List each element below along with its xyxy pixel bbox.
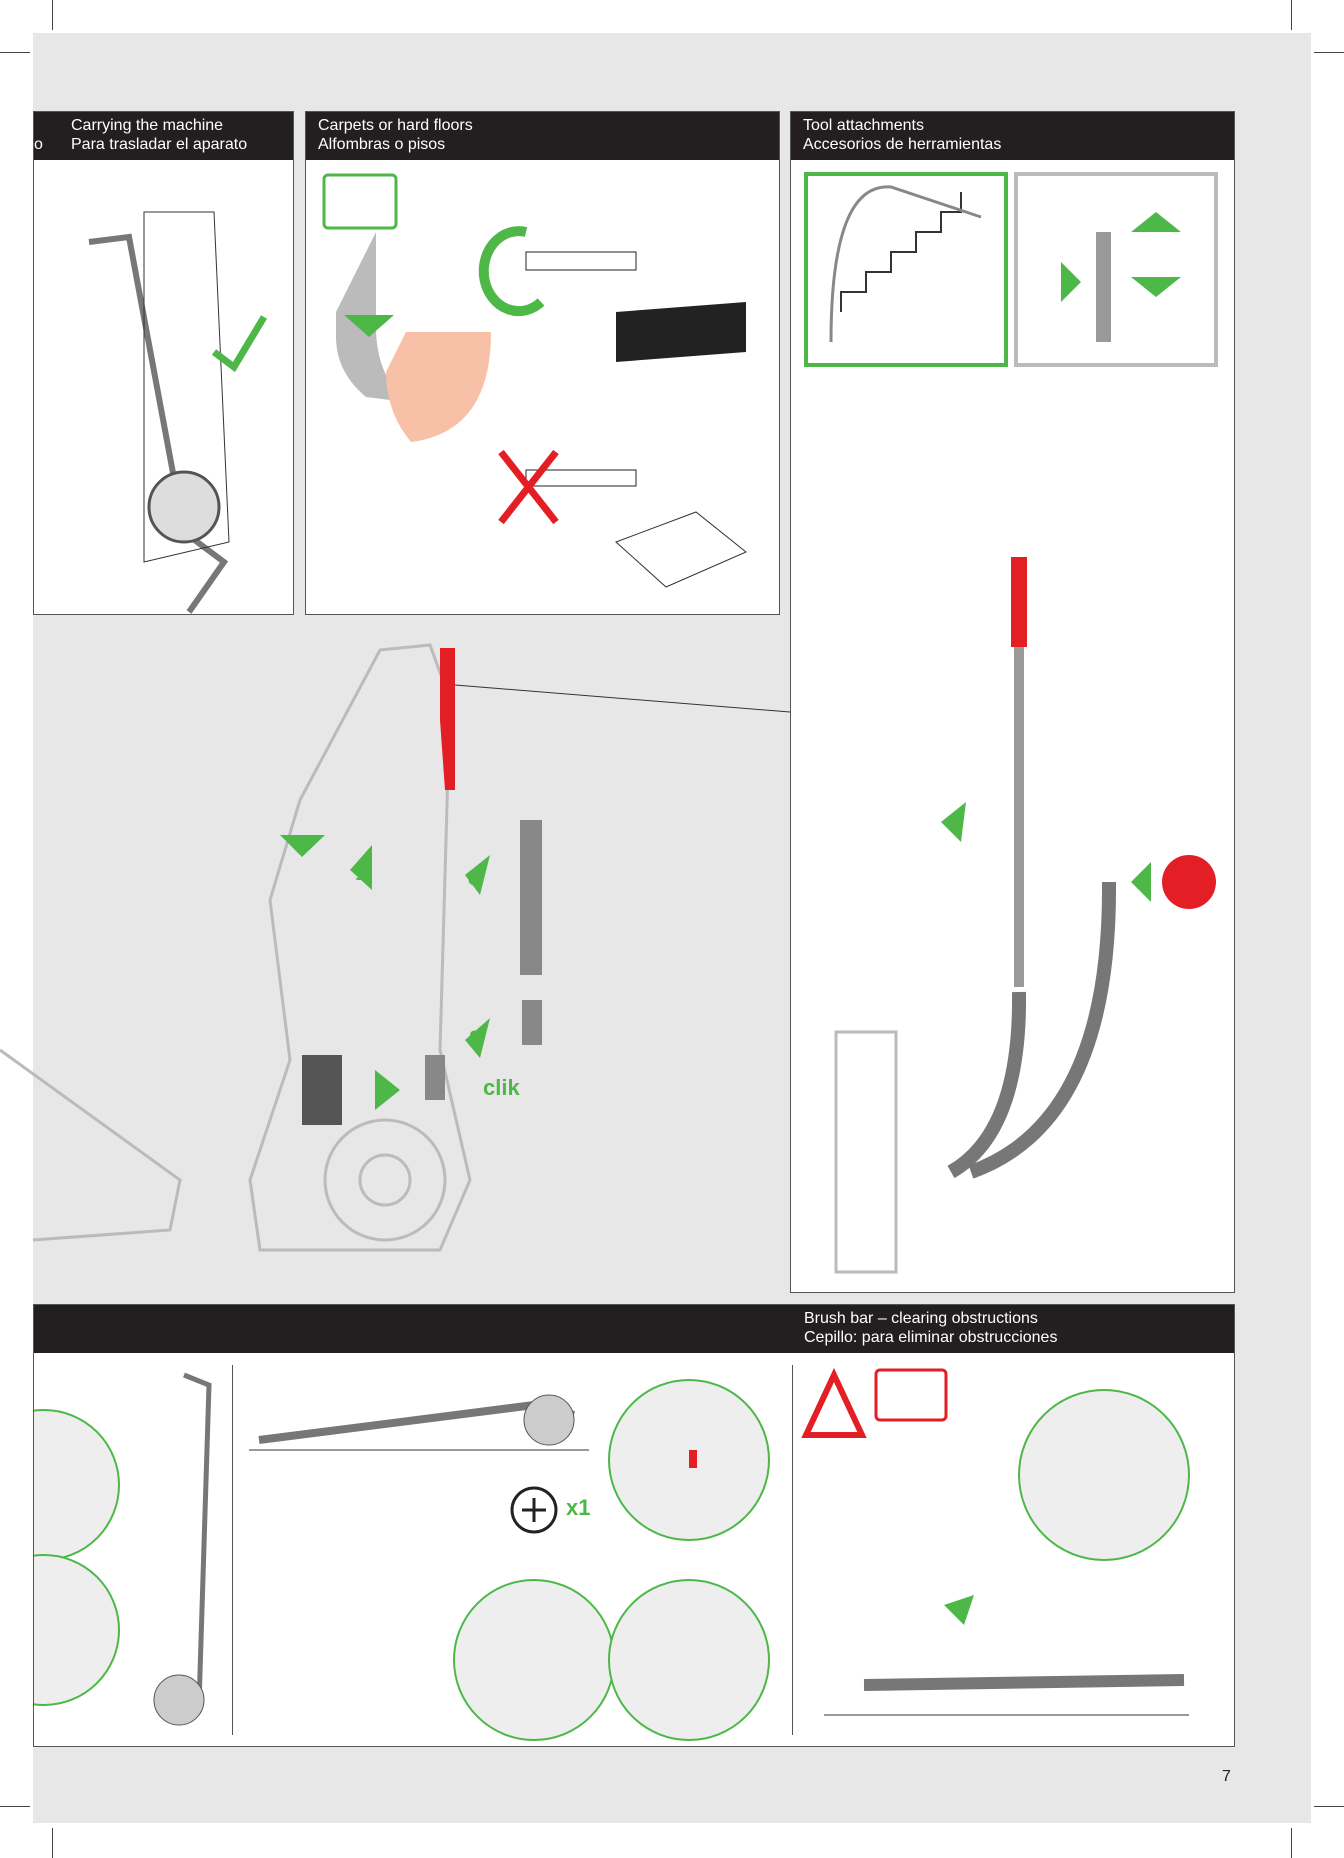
brushbar-illustration xyxy=(34,1367,1190,1741)
carrying-header: o Carrying the machine Para trasladar el… xyxy=(34,112,293,160)
header-title-en: Brush bar – clearing obstructions xyxy=(804,1310,1038,1327)
carpets-panel: Carpets or hard floors Alfombras o pisos xyxy=(305,111,780,615)
cut-text: o xyxy=(34,136,43,153)
crop-mark xyxy=(1291,0,1292,30)
tools-illustration xyxy=(804,172,1218,1274)
tools-panel: Tool attachments Accesorios de herramien… xyxy=(790,111,1235,1293)
carrying-illustration xyxy=(88,211,268,614)
crop-mark xyxy=(1314,52,1344,53)
carpets-header: Carpets or hard floors Alfombras o pisos xyxy=(306,112,779,160)
crop-mark xyxy=(52,1828,53,1858)
brushbar-panel: Brush bar – clearing obstructions Cepill… xyxy=(33,1304,1235,1747)
crop-mark xyxy=(1291,1828,1292,1858)
header-title-en: Carrying the machine xyxy=(71,117,224,134)
divider xyxy=(792,1365,793,1735)
click-label: clik xyxy=(483,1075,520,1100)
brushbar-header: Brush bar – clearing obstructions Cepill… xyxy=(34,1305,1234,1353)
step-3-label: 3 xyxy=(468,865,481,890)
carpets-illustration xyxy=(322,173,747,588)
carrying-panel: o Carrying the machine Para trasladar el… xyxy=(33,111,294,615)
screw-count: x1 xyxy=(566,1495,591,1520)
header-title-es: Para trasladar el aparato xyxy=(71,136,248,153)
header-title-en: Carpets or hard floors xyxy=(318,117,473,134)
crop-mark xyxy=(0,1806,30,1807)
crop-mark xyxy=(1314,1806,1344,1807)
step-2-label: 2 xyxy=(469,1026,482,1051)
header-title-es: Alfombras o pisos xyxy=(318,136,446,153)
unplug-icon xyxy=(322,173,398,230)
tools-header: Tool attachments Accesorios de herramien… xyxy=(791,112,1234,160)
header-title-es: Accesorios de herramientas xyxy=(803,136,1002,153)
header-title-es: Cepillo: para eliminar obstrucciones xyxy=(804,1329,1058,1346)
step-4-label: 4 xyxy=(376,1076,389,1101)
header-title-en: Tool attachments xyxy=(803,117,924,134)
crop-mark xyxy=(52,0,53,30)
divider xyxy=(232,1365,233,1735)
unplug-icon xyxy=(874,1368,948,1422)
crop-mark xyxy=(0,52,30,53)
step-1-label: 1 xyxy=(355,860,368,885)
page-number: 7 xyxy=(1222,1768,1231,1785)
